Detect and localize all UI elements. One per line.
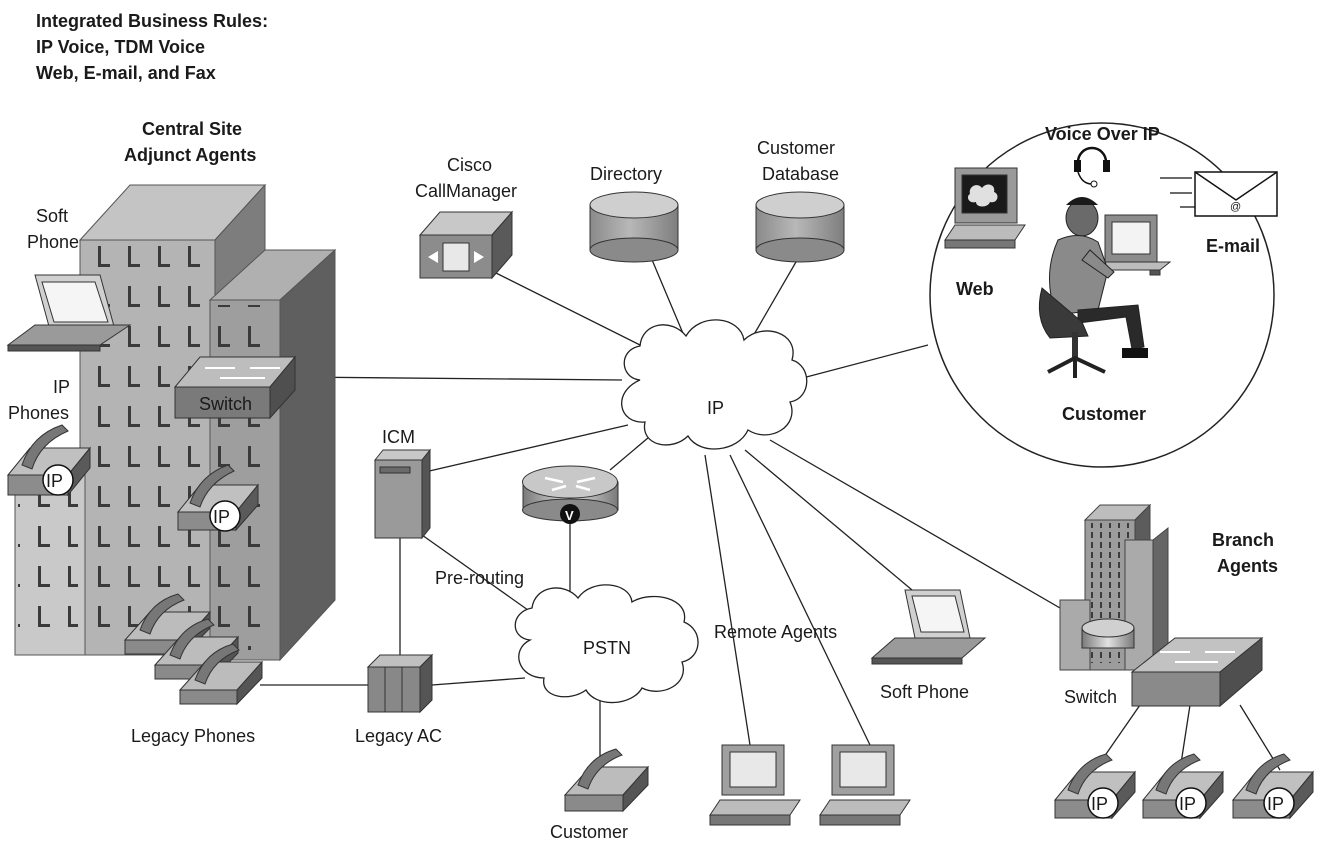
central-ipphone-1-badge: IP	[46, 471, 63, 491]
link-router-ip	[609, 431, 656, 471]
pre-routing-label: Pre-routing	[435, 568, 524, 588]
branch-ipphone-2-badge: IP	[1179, 794, 1196, 814]
email-at-sign: @	[1230, 201, 1241, 213]
icm-server-icon	[373, 448, 432, 540]
web-label: Web	[956, 279, 994, 299]
remote-agent-pc-2	[819, 744, 911, 826]
link-ip-remote2	[729, 454, 871, 746]
ip-cloud	[621, 319, 808, 450]
icm-label: ICM	[382, 427, 415, 447]
branch-ipphone-1-badge: IP	[1091, 794, 1108, 814]
legacy-ac-label: Legacy AC	[355, 726, 442, 746]
voip-title: Voice Over IP	[1045, 124, 1160, 144]
link-switch-ip	[294, 376, 623, 381]
link-ip-branch	[769, 439, 1099, 631]
header-line-3: Web, E-mail, and Fax	[36, 63, 216, 83]
central-ipphone-2-badge: IP	[213, 507, 230, 527]
customer-label: Customer	[1062, 404, 1146, 424]
email-label: E-mail	[1206, 236, 1260, 256]
link-callmanager-ip	[489, 269, 651, 351]
branch-ipphone-1	[1053, 753, 1137, 820]
link-icm-pstn-prerouting	[421, 534, 536, 616]
central-ipphone-2	[176, 464, 260, 532]
legacy-phones	[123, 593, 264, 706]
link-ip-customer-circle	[794, 344, 929, 381]
central-switch-label: Switch	[199, 394, 252, 414]
header-line-1: Integrated Business Rules:	[36, 11, 268, 31]
branch-router-icon	[1081, 618, 1135, 649]
branch-ipphone-3-badge: IP	[1267, 794, 1284, 814]
ip-phones-label-line-2: Phones	[8, 403, 69, 423]
link-ip-remote1	[704, 454, 751, 746]
directory-label: Directory	[590, 164, 662, 184]
pstn-cloud-label: PSTN	[583, 638, 631, 658]
soft-phone-label-line-1: Soft	[36, 206, 68, 226]
central-site-title-line-1: Central Site	[142, 119, 242, 139]
customer-database-icon	[755, 191, 845, 263]
central-ipphone-1	[6, 424, 92, 497]
callmanager-icon	[418, 210, 514, 280]
ip-phones-label-line-1: IP	[53, 377, 70, 397]
customer-agent-figure	[1038, 197, 1172, 378]
branch-building	[1059, 503, 1169, 672]
legacy-ac-icon	[366, 653, 434, 714]
branch-title-line-2: Agents	[1217, 556, 1278, 576]
header-line-2: IP Voice, TDM Voice	[36, 37, 205, 57]
voice-router-badge: V	[565, 508, 574, 523]
central-site-title-line-2: Adjunct Agents	[124, 145, 256, 165]
central-switch	[173, 355, 297, 420]
link-legacyac-pstn	[431, 677, 526, 686]
branch-switch	[1130, 636, 1264, 708]
pstn-customer-label: Customer	[550, 822, 628, 842]
branch-switch-label: Switch	[1064, 687, 1117, 707]
voice-router-icon	[522, 465, 619, 524]
directory-database-icon	[589, 191, 679, 263]
pstn-customer-phone	[563, 748, 650, 813]
soft-phone-label-line-2: Phone	[27, 232, 79, 252]
remote-softphone-label: Soft Phone	[880, 682, 969, 702]
customer-db-label-line-1: Customer	[757, 138, 835, 158]
email-envelope-icon	[1160, 171, 1278, 217]
header-text: Integrated Business Rules: IP Voice, TDM…	[36, 11, 268, 83]
callmanager-label-line-2: CallManager	[415, 181, 517, 201]
web-computer-icon	[944, 167, 1026, 249]
customer-db-label-line-2: Database	[762, 164, 839, 184]
remote-agent-pc-1	[709, 744, 801, 826]
branch-ipphone-2	[1141, 753, 1225, 820]
link-ip-softphone	[744, 449, 919, 596]
callmanager-label-line-1: Cisco	[447, 155, 492, 175]
link-icm-ip	[424, 424, 629, 473]
headset-icon	[1074, 146, 1110, 188]
remote-agents-label: Remote Agents	[714, 622, 837, 642]
branch-ipphone-3	[1231, 753, 1315, 820]
remote-softphone-laptop	[870, 589, 987, 665]
central-softphone-laptop	[6, 274, 132, 352]
legacy-phones-label: Legacy Phones	[131, 726, 255, 746]
branch-title-line-1: Branch	[1212, 530, 1274, 550]
pstn-cloud	[514, 584, 699, 704]
ip-cloud-label: IP	[707, 398, 724, 418]
